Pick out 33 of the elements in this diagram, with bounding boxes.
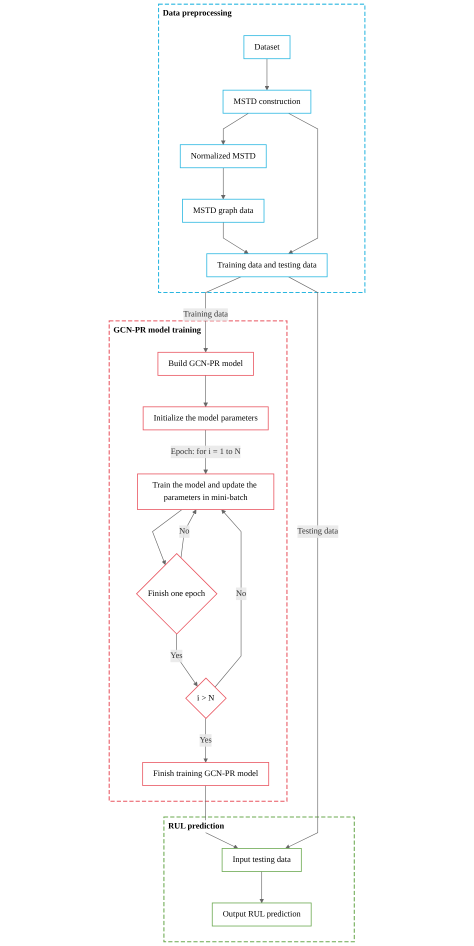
arrow <box>152 509 182 565</box>
arrow <box>264 58 270 90</box>
arrow <box>222 222 249 254</box>
node-box: Initialize the model parameters <box>142 406 269 430</box>
arrow <box>259 871 264 904</box>
edge-label: Testing data <box>297 526 338 536</box>
node-box: MSTD graph data <box>182 198 264 223</box>
arrow <box>288 112 318 254</box>
arrow <box>285 276 318 849</box>
node-box: Finish training GCN-PR model <box>142 762 270 786</box>
node-box: MSTD construction <box>222 90 312 114</box>
node-box: Output RUL prediction <box>212 902 312 926</box>
node-box: Train the model and update the parameters in mini-batch <box>137 474 274 510</box>
edge-label: Yes <box>170 651 183 660</box>
edge-label: Epoch: for i = 1 to N <box>170 447 241 456</box>
arrow <box>214 509 242 688</box>
edge-label: Training data <box>183 310 228 319</box>
arrow <box>176 634 198 686</box>
edge-label: Yes <box>200 736 212 745</box>
node-diamond: i > N <box>185 677 227 719</box>
edge-label: No <box>236 589 246 598</box>
node-diamond: Finish one epoch <box>136 553 218 635</box>
arrow <box>203 718 208 763</box>
node-box: Input testing data <box>222 848 302 872</box>
arrow <box>220 112 249 145</box>
node-box: Normalized MSTD <box>180 144 267 168</box>
node-box: Training data and testing data <box>206 253 328 278</box>
node-box: Build GCN-PR model <box>157 352 254 376</box>
arrow <box>203 375 208 408</box>
node-box: Dataset <box>243 35 290 60</box>
edge-label: No <box>179 526 190 536</box>
arrow <box>180 509 196 558</box>
arrow <box>220 167 226 200</box>
